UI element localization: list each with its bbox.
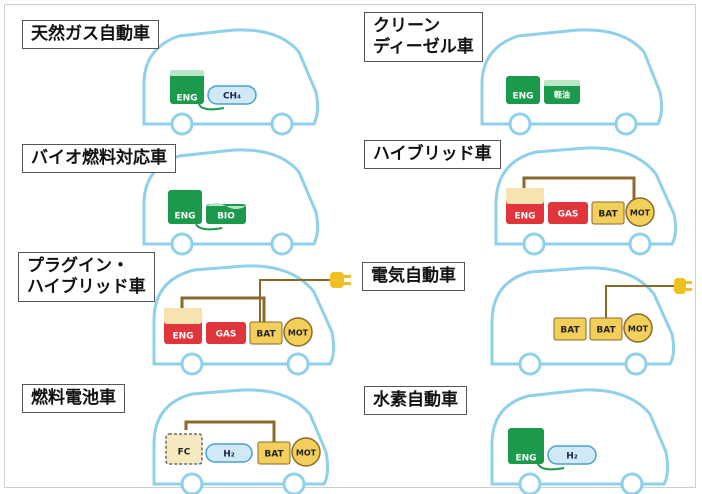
bio-tank: BIO [206, 203, 246, 224]
engine-block: ENG [508, 428, 544, 464]
panel-title: 電気自動車 [362, 262, 465, 291]
battery-label: BAT [598, 210, 618, 220]
motor-icon: MOT [623, 313, 653, 343]
motor-icon: MOT [283, 317, 313, 347]
engine-label: ENG [172, 332, 193, 342]
tank-label: CH₄ [223, 92, 241, 102]
battery-label: BAT [596, 326, 616, 336]
panel-clean-diesel-vehicle: ENG 軽油 クリーン ディーゼル車 [356, 12, 696, 136]
title-line: クリーン [373, 16, 441, 36]
panel-plugin-hybrid-vehicle: ENG GAS BAT MOT プラグイン・ ハイブリッド車 [14, 252, 354, 376]
gas-tank: GAS [548, 202, 588, 224]
engine-label: ENG [514, 212, 535, 222]
engine-label: ENG [515, 454, 536, 464]
ch4-tank: CH₄ [207, 85, 257, 105]
title-line: 水素自動車 [373, 390, 458, 410]
car-outline: ENG H₂ [490, 388, 670, 494]
figure-frame [4, 4, 696, 488]
tank-label: H₂ [566, 452, 578, 462]
panel-hybrid-vehicle: ENG GAS BAT MOT ハイブリッド車 [356, 132, 696, 256]
engine-block: ENG [506, 76, 540, 104]
tank-label: GAS [216, 330, 237, 340]
panel-title: プラグイン・ ハイブリッド車 [18, 252, 155, 302]
title-line: 燃料電池車 [31, 388, 116, 408]
car-outline: FC H₂ BAT MOT [152, 388, 330, 494]
battery-block: BAT [591, 201, 625, 225]
panel-electric-vehicle: BAT BAT MOT 電気自動車 [356, 252, 696, 376]
engine-label: ENG [176, 94, 197, 104]
engine-block: ENG [506, 188, 544, 224]
motor-label: MOT [296, 449, 317, 458]
battery-block: BAT [553, 317, 587, 341]
engine-block: ENG [164, 308, 202, 344]
car-outline: ENG 軽油 [480, 28, 664, 136]
engine-block: ENG [168, 190, 202, 224]
motor-icon: MOT [291, 437, 321, 467]
panel-title: バイオ燃料対応車 [22, 144, 176, 173]
gas-tank: GAS [206, 322, 246, 344]
car-outline: ENG GAS BAT MOT [494, 146, 678, 256]
title-line: ハイブリッド車 [373, 144, 492, 164]
h2-tank: H₂ [547, 445, 597, 465]
battery-block: BAT [249, 321, 283, 345]
battery-label: BAT [256, 330, 276, 340]
title-line: ディーゼル車 [373, 37, 474, 57]
tank-label: GAS [558, 210, 579, 220]
motor-label: MOT [630, 209, 651, 218]
motor-icon: MOT [625, 197, 655, 227]
battery-block: BAT [257, 441, 291, 465]
h2-tank: H₂ [205, 443, 253, 463]
panel-title: 燃料電池車 [22, 384, 125, 413]
tank-label: BIO [217, 212, 235, 222]
fuel-cell-block: FC [165, 433, 203, 465]
tank-label: H₂ [223, 450, 235, 460]
motor-label: MOT [628, 325, 649, 334]
car-outline: BAT BAT MOT [490, 266, 692, 376]
car-outline: ENG CH₄ [142, 28, 320, 136]
title-line: プラグイン・ [27, 256, 129, 276]
tank-label: 軽油 [554, 90, 570, 100]
panel-biofuel-vehicle: ENG BIO バイオ燃料対応車 [14, 132, 354, 256]
title-line: 電気自動車 [371, 266, 456, 286]
engine-label: ENG [174, 212, 195, 222]
battery-label: BAT [560, 326, 580, 336]
battery-block: BAT [589, 317, 623, 341]
diesel-tank: 軽油 [544, 80, 580, 104]
title-line: ハイブリッド車 [27, 277, 146, 297]
panel-hydrogen-vehicle: ENG H₂ 水素自動車 [356, 372, 696, 494]
panel-title: 水素自動車 [364, 386, 467, 415]
engine-label: ENG [512, 92, 533, 102]
panel-title: ハイブリッド車 [364, 140, 501, 169]
fuel-cell-label: FC [178, 448, 191, 458]
motor-label: MOT [288, 329, 309, 338]
panel-title: クリーン ディーゼル車 [364, 12, 483, 62]
plug-icon [330, 272, 351, 288]
engine-block: ENG [170, 70, 204, 104]
plug-icon [674, 278, 692, 294]
battery-label: BAT [264, 450, 284, 460]
car-outline: ENG GAS BAT MOT [152, 264, 351, 376]
title-line: バイオ燃料対応車 [31, 148, 167, 168]
title-line: 天然ガス自動車 [31, 24, 150, 44]
panel-title: 天然ガス自動車 [22, 20, 159, 49]
panel-fuel-cell-vehicle: FC H₂ BAT MOT 燃料電池車 [14, 372, 354, 494]
panel-natural-gas-vehicle: ENG CH₄ 天然ガス自動車 [14, 12, 354, 136]
car-outline: ENG BIO [142, 148, 320, 256]
